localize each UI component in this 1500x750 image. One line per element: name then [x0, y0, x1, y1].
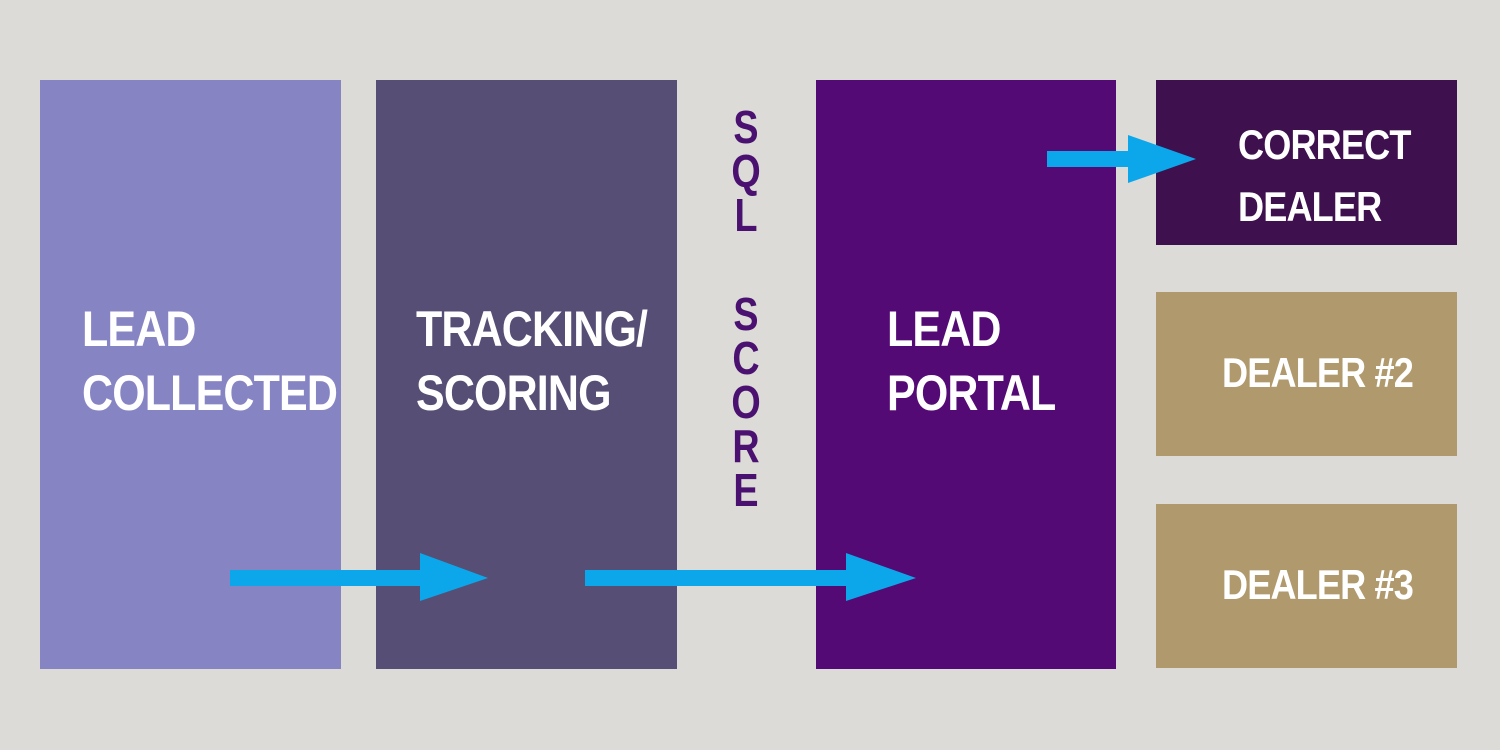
score-vertical-text: S C O R E [730, 288, 763, 516]
lead-portal-label: LEAD PORTAL [887, 297, 1056, 425]
dealer-3-label: DEALER #3 [1222, 561, 1414, 608]
score-letter: E [733, 464, 759, 516]
lead-collected-line-2: COLLECTED [82, 365, 338, 421]
dealer-2-box [1156, 292, 1457, 456]
lead-portal-line-2: PORTAL [887, 365, 1056, 421]
correct-dealer-box [1156, 80, 1457, 245]
score-letter: C [732, 332, 760, 384]
correct-dealer-line-1: CORRECT [1238, 121, 1411, 168]
tracking-scoring-line-1: TRACKING/ [416, 301, 648, 357]
lead-portal-line-1: LEAD [887, 301, 1001, 357]
sql-letter: S [733, 101, 759, 153]
score-letter: R [732, 420, 760, 472]
tracking-scoring-line-2: SCORING [416, 365, 612, 421]
sql-letter: Q [731, 145, 761, 197]
correct-dealer-label: CORRECT DEALER [1238, 114, 1411, 238]
dealer-2-label: DEALER #2 [1222, 349, 1414, 396]
tracking-scoring-label: TRACKING/ SCORING [416, 297, 648, 425]
dealer-3-box [1156, 504, 1457, 668]
score-letter: S [733, 288, 759, 340]
correct-dealer-line-2: DEALER [1238, 183, 1382, 231]
sql-letter: L [734, 189, 758, 241]
lead-collected-line-1: LEAD [82, 301, 196, 357]
score-letter: O [731, 376, 761, 428]
sql-vertical-text: S Q L [730, 101, 763, 241]
lead-collected-label: LEAD COLLECTED [82, 297, 338, 425]
